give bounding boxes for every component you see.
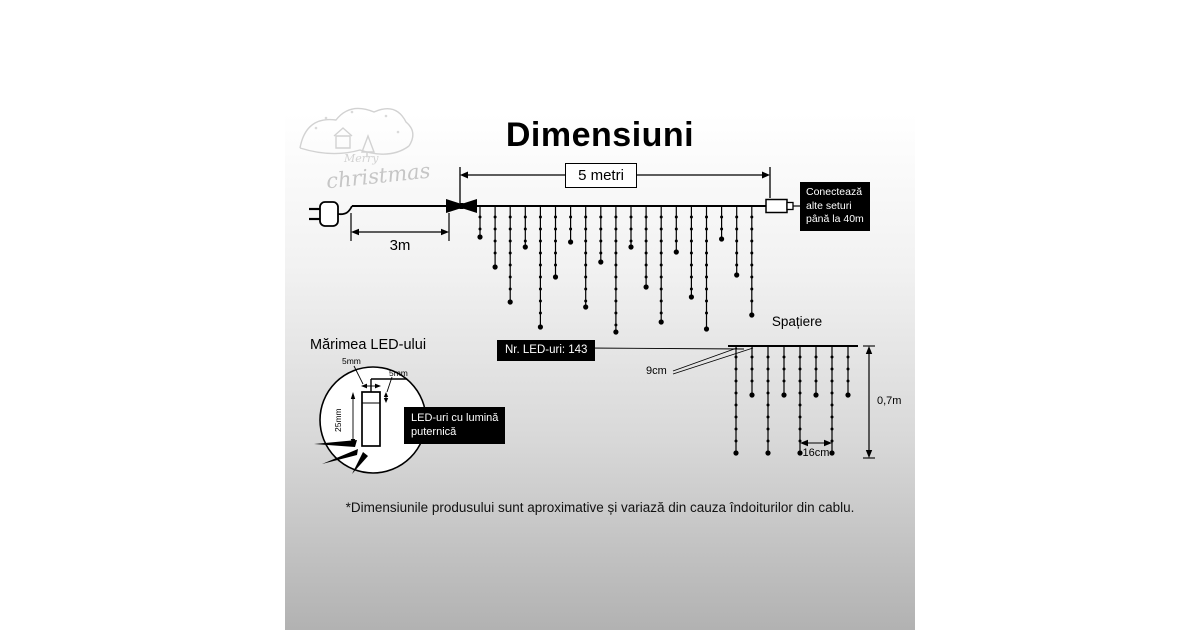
light-rays [314,440,368,474]
gradient-panel [285,0,915,630]
power-plug-icon [309,201,447,227]
spacing-title: Spațiere [771,314,823,329]
disclaimer-footnote: *Dimensiunile produsului sunt aproximati… [345,500,855,515]
total-length-label: 5 metri [565,163,637,188]
spacing-9cm-leaders [672,347,754,375]
connect-note-box: Conectează alte seturi până la 40m [800,182,870,231]
led-spacing-label: 16cm [802,447,830,459]
connect-note-line1: Conectează [806,186,863,198]
end-connector-icon [765,198,800,214]
watermark-merry: Merry [344,152,379,165]
led-count-box: Nr. LED-uri: 143 [497,340,596,361]
page-title: Dimensiuni [505,116,695,154]
led-cap-label: 5mm [389,368,408,378]
drop-length-label: 0,7m [877,395,902,407]
led-size-title: Mărimea LED-ului [310,337,427,353]
measure-16cm [800,439,832,447]
led-width-label: 5mm [342,356,361,366]
led-height-label: 25mm [333,408,343,432]
watermark-doodle [299,107,414,157]
led-note-box: LED-uri cu lumină puternică [404,407,506,444]
led-note-line1: LED-uri cu lumină [411,412,499,424]
lead-length-label: 3m [389,237,411,254]
led-count-leader [584,347,745,350]
led-note-line2: puternică [411,426,457,439]
measure-3m [350,213,450,241]
coupler-icon [446,199,477,213]
drop-spacing-label: 9cm [646,365,667,377]
spacing-curtain [728,345,858,456]
connect-note-line2: alte seturi [806,199,852,212]
measure-07m [863,345,875,459]
connect-note-line3: până la 40m [806,213,864,226]
main-curtain [476,205,766,335]
